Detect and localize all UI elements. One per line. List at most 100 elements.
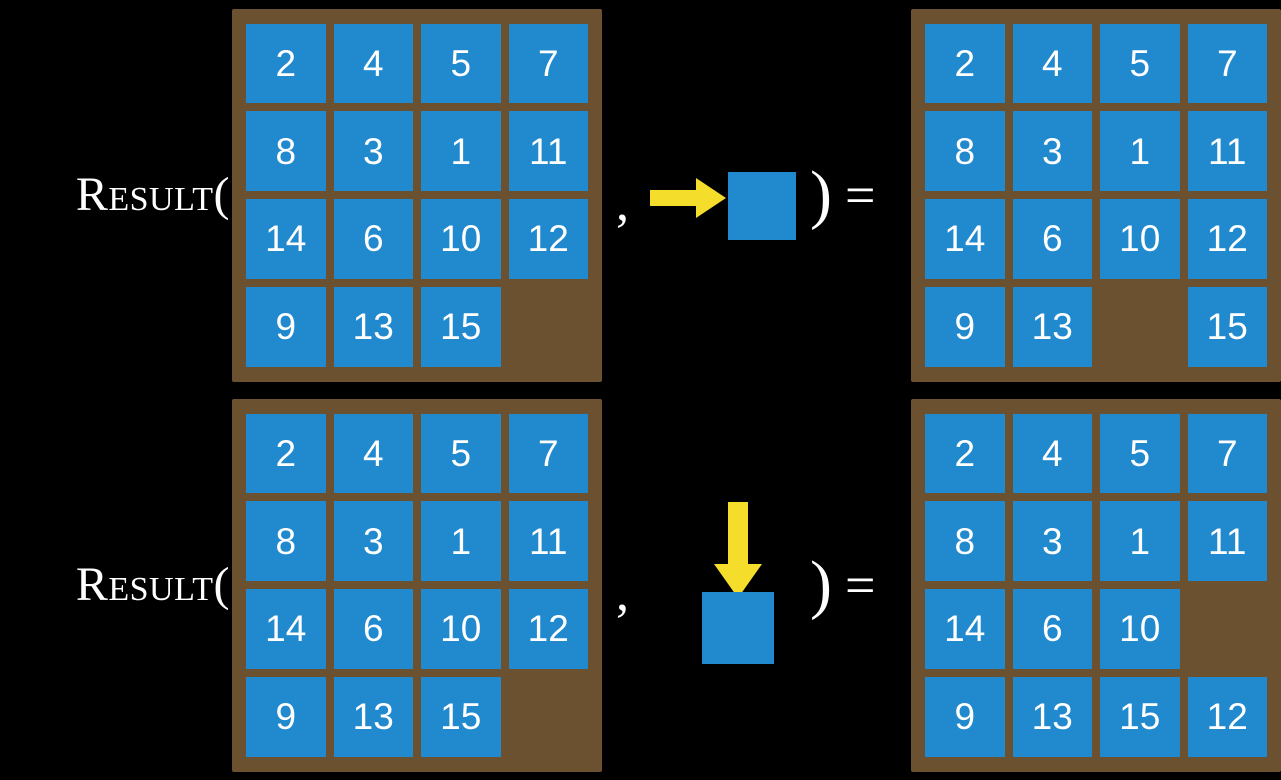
tile[interactable]: 8	[246, 501, 326, 581]
tile[interactable]: 12	[508, 589, 588, 669]
tile[interactable]: 4	[333, 23, 413, 104]
tile[interactable]: 3	[1012, 501, 1092, 581]
tile[interactable]: 2	[246, 413, 326, 494]
tile-value: 3	[1041, 130, 1063, 172]
tile[interactable]: 2	[246, 23, 326, 104]
input-board-top: 2 4 5 7 8 3 1 11 14 6 10 12 9 13 15	[232, 8, 602, 382]
tile-value: 13	[1031, 696, 1073, 738]
tile[interactable]: 2	[925, 23, 1005, 104]
tile[interactable]: 1	[421, 111, 501, 191]
tile-value: 14	[944, 218, 986, 260]
tile[interactable]: 6	[1012, 199, 1092, 279]
tile-value: 7	[537, 432, 559, 474]
tile-value: 6	[1041, 608, 1063, 650]
tile[interactable]: 5	[1100, 23, 1180, 104]
tile-value: 12	[527, 608, 569, 650]
tile[interactable]: 5	[421, 413, 501, 494]
moving-tile-top[interactable]	[728, 172, 796, 240]
tile-value: 11	[529, 130, 568, 172]
tile-value: 14	[265, 218, 307, 260]
tile[interactable]: 14	[925, 589, 1005, 669]
tile[interactable]: 10	[421, 199, 501, 279]
tile[interactable]: 3	[333, 111, 413, 191]
tile[interactable]: 2	[925, 413, 1005, 494]
argument-separator-comma: ,	[616, 175, 629, 232]
tile[interactable]: 12	[508, 199, 588, 279]
tile[interactable]: 5	[421, 23, 501, 104]
tile-value: 5	[1129, 42, 1151, 84]
equation-row-slide-down: Result( 2 4 5 7 8 3 1 11 14 6 10 12 9 13…	[0, 390, 1281, 780]
tile-value: 1	[450, 130, 472, 172]
tile[interactable]: 7	[508, 413, 588, 494]
tile-value: 4	[1041, 432, 1063, 474]
tile[interactable]: 7	[1187, 413, 1267, 494]
tile[interactable]: 12	[1187, 676, 1267, 757]
tile[interactable]: 13	[1012, 286, 1092, 367]
tile-value: 4	[1041, 42, 1063, 84]
tile-value: 3	[1041, 520, 1063, 562]
tile-value: 2	[954, 432, 976, 474]
tile[interactable]: 13	[333, 286, 413, 367]
tile-value: 8	[275, 520, 297, 562]
tile[interactable]: 15	[1100, 676, 1180, 757]
blank-slot[interactable]	[1188, 589, 1268, 669]
tile[interactable]: 14	[246, 199, 326, 279]
tile[interactable]: 13	[333, 676, 413, 757]
tile[interactable]: 1	[1100, 111, 1180, 191]
tile[interactable]: 6	[333, 589, 413, 669]
tile[interactable]: 11	[1187, 111, 1267, 191]
tile[interactable]: 15	[1187, 286, 1267, 367]
tile-value: 2	[954, 42, 976, 84]
tile[interactable]: 1	[1100, 501, 1180, 581]
tile[interactable]: 9	[246, 676, 326, 757]
tile-value: 9	[275, 306, 297, 348]
tile[interactable]: 14	[246, 589, 326, 669]
tile[interactable]: 13	[1012, 676, 1092, 757]
tile-value: 13	[352, 306, 394, 348]
tile[interactable]: 5	[1100, 413, 1180, 494]
tile-value: 6	[362, 608, 384, 650]
blank-slot[interactable]	[509, 677, 589, 757]
tile-value: 12	[1206, 696, 1248, 738]
tile[interactable]: 7	[508, 23, 588, 104]
tile[interactable]: 14	[925, 199, 1005, 279]
tile[interactable]: 11	[508, 111, 588, 191]
blank-slot[interactable]	[509, 287, 589, 367]
tile[interactable]: 11	[1187, 501, 1267, 581]
tile[interactable]: 1	[421, 501, 501, 581]
arrow-down-icon	[714, 502, 762, 598]
tile[interactable]: 6	[333, 199, 413, 279]
tile[interactable]: 4	[1012, 23, 1092, 104]
tile[interactable]: 8	[925, 111, 1005, 191]
tile-value: 14	[944, 608, 986, 650]
tile-value: 6	[1041, 218, 1063, 260]
tile[interactable]: 15	[421, 286, 501, 367]
blank-slot[interactable]	[1100, 287, 1180, 367]
tile[interactable]: 9	[246, 286, 326, 367]
tile[interactable]: 10	[421, 589, 501, 669]
equals-sign-top: =	[845, 165, 876, 225]
tile-value: 9	[275, 696, 297, 738]
tile-value: 10	[440, 608, 482, 650]
tile[interactable]: 7	[1187, 23, 1267, 104]
tile[interactable]: 15	[421, 676, 501, 757]
tile[interactable]: 9	[925, 676, 1005, 757]
tile-value: 11	[1208, 520, 1247, 562]
tile-value: 15	[440, 696, 482, 738]
tile[interactable]: 3	[1012, 111, 1092, 191]
moving-tile-bottom[interactable]	[702, 592, 774, 664]
tile[interactable]: 9	[925, 286, 1005, 367]
tile-value: 10	[440, 218, 482, 260]
tile[interactable]: 10	[1100, 589, 1180, 669]
tile[interactable]: 8	[246, 111, 326, 191]
tile[interactable]: 3	[333, 501, 413, 581]
tile[interactable]: 8	[925, 501, 1005, 581]
tile[interactable]: 4	[1012, 413, 1092, 494]
tile[interactable]: 10	[1100, 199, 1180, 279]
tile-value: 13	[352, 696, 394, 738]
tile[interactable]: 12	[1187, 199, 1267, 279]
tile[interactable]: 11	[508, 501, 588, 581]
tile[interactable]: 6	[1012, 589, 1092, 669]
tile[interactable]: 4	[333, 413, 413, 494]
tile-value: 12	[527, 218, 569, 260]
